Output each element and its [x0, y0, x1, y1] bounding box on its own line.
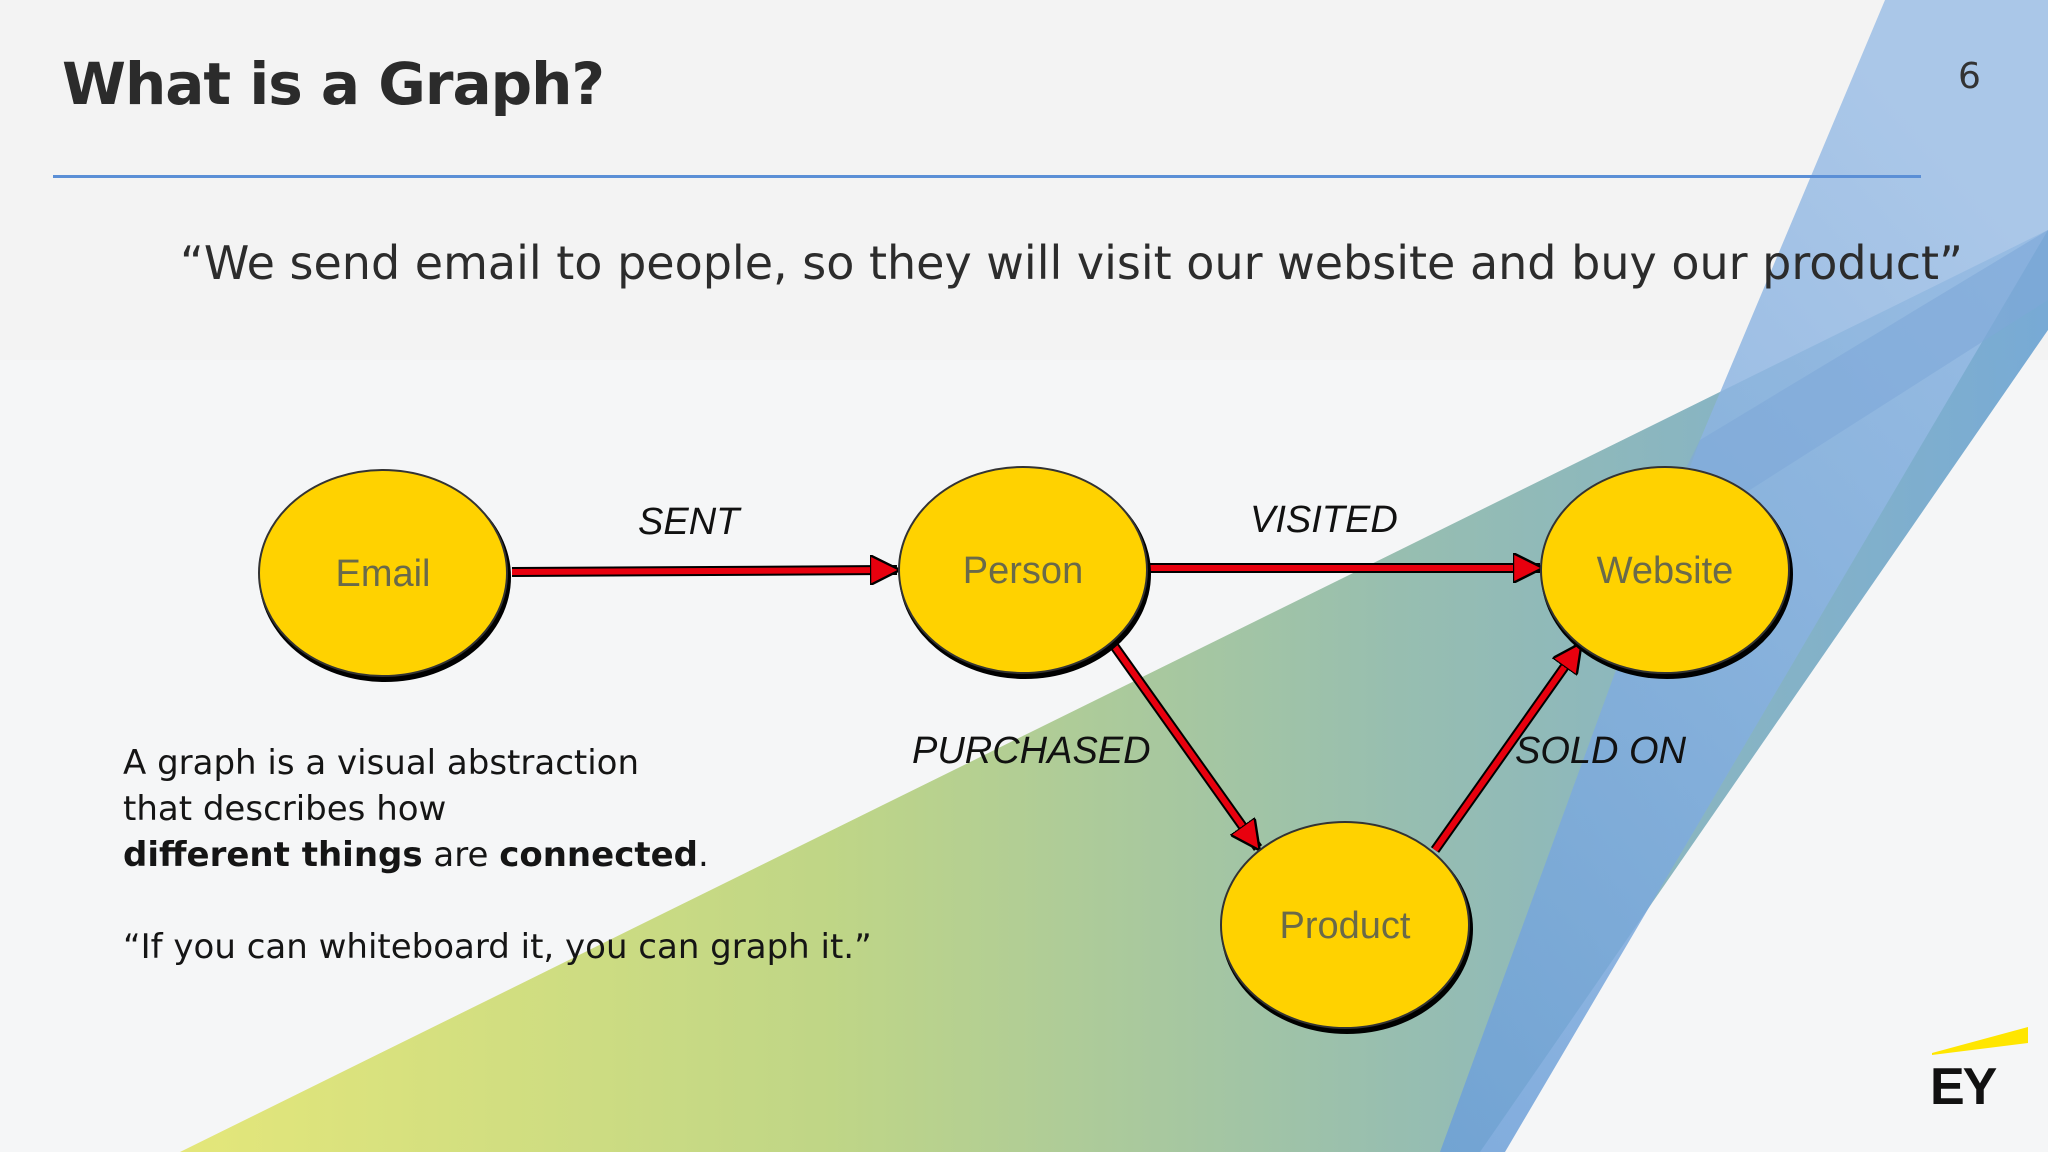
node-person: Person [898, 466, 1151, 679]
node-email: Email [258, 469, 511, 682]
node-label-person: Person [963, 550, 1083, 592]
graph-definition-text: A graph is a visual abstraction that des… [123, 740, 872, 970]
node-product: Product [1220, 821, 1473, 1034]
edge-label-sold-on: SOLD ON [1515, 730, 1687, 772]
definition-connector: are [422, 835, 500, 875]
edge-visited: VISITED [1150, 499, 1540, 568]
edge-label-purchased: PURCHASED [912, 730, 1151, 772]
edge-purchased: PURCHASED [912, 637, 1263, 848]
definition-line-3: different things are connected. [123, 832, 823, 878]
page-number: 6 [1958, 56, 1981, 97]
node-website: Website [1540, 466, 1793, 679]
node-label-website: Website [1597, 550, 1734, 592]
definition-period: . [698, 835, 709, 875]
definition-line-2: that describes how [123, 789, 447, 829]
edge-label-visited: VISITED [1250, 499, 1398, 541]
edge-sold-on: SOLD ON [1430, 645, 1687, 853]
edge-sent: SENT [511, 501, 897, 572]
edge-label-sent: SENT [638, 501, 742, 543]
slide-quote: “We send email to people, so they will v… [180, 236, 1963, 290]
slide-title: What is a Graph? [62, 50, 605, 118]
spacer [123, 878, 823, 924]
whiteboard-quote: “If you can whiteboard it, you can graph… [123, 927, 872, 967]
ey-logo-icon [1932, 1027, 2028, 1055]
ey-logo-text: EY [1930, 1058, 1997, 1116]
title-divider [53, 175, 1921, 178]
definition-line-1: A graph is a visual abstraction [123, 743, 640, 783]
emphasis-different-things: different things [123, 835, 423, 875]
node-label-email: Email [335, 553, 430, 595]
emphasis-connected: connected [499, 835, 699, 875]
node-label-product: Product [1280, 905, 1411, 947]
